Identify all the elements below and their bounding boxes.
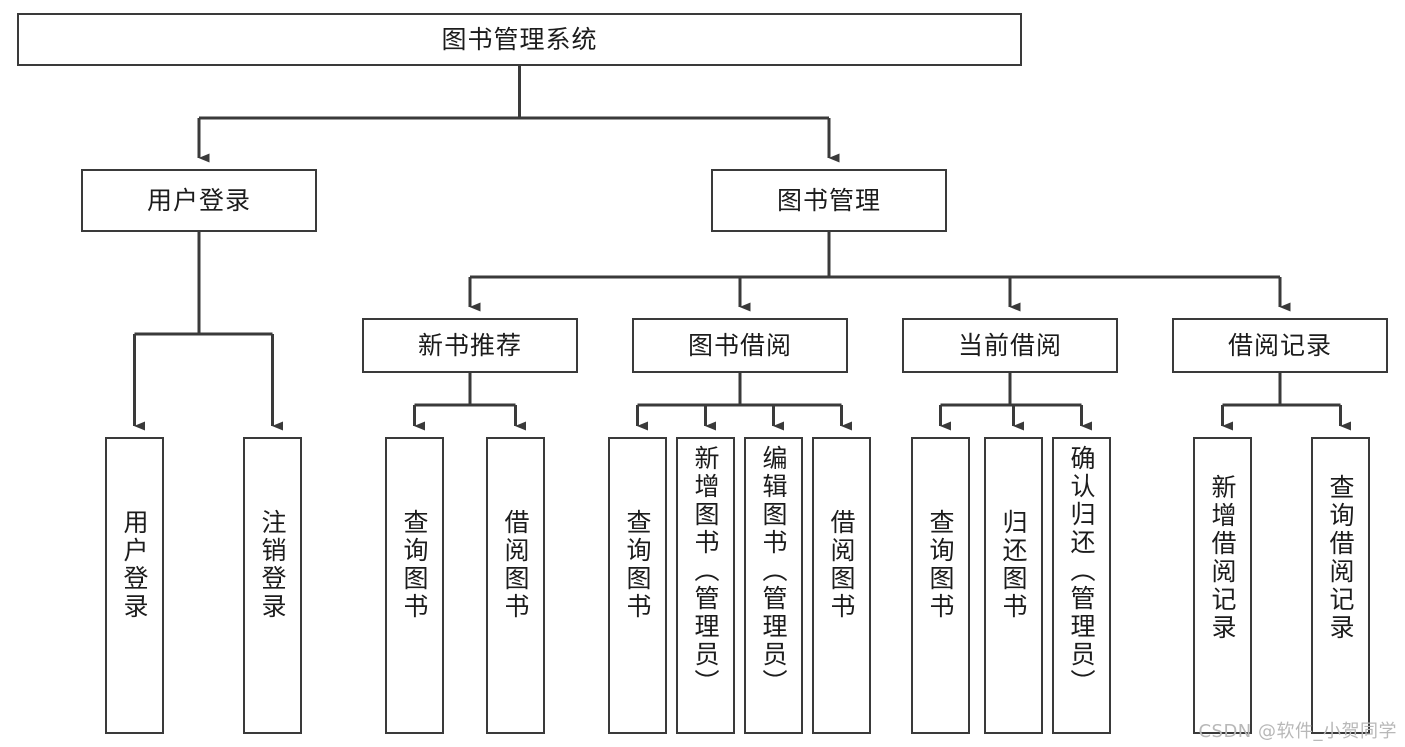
node-leaf-logout-label: 注销登录 [258, 509, 287, 621]
node-current-borrow[interactable]: 当前借阅 [902, 318, 1118, 373]
node-borrow-record-label: 借阅记录 [1227, 330, 1332, 360]
node-leaf-query-book-3[interactable]: 查询图书 [911, 437, 970, 734]
node-leaf-query-record[interactable]: 查询借阅记录 [1311, 437, 1370, 734]
node-leaf-user-login-label: 用户登录 [120, 509, 149, 621]
node-leaf-borrow-book-1-label: 借阅图书 [501, 509, 530, 621]
node-book-borrow[interactable]: 图书借阅 [632, 318, 848, 373]
node-book-manage-label: 图书管理 [776, 185, 881, 215]
node-current-borrow-label: 当前借阅 [957, 330, 1062, 360]
node-leaf-borrow-book-2-label: 借阅图书 [827, 509, 856, 621]
node-borrow-record[interactable]: 借阅记录 [1172, 318, 1388, 373]
node-leaf-logout[interactable]: 注销登录 [243, 437, 302, 734]
node-new-book-rec-label: 新书推荐 [417, 330, 522, 360]
node-root-label: 图书管理系统 [441, 24, 598, 54]
node-leaf-add-book[interactable]: 新增图书（管理员） [676, 437, 735, 734]
node-leaf-return-book-label: 归还图书 [999, 509, 1028, 621]
node-leaf-borrow-book-1[interactable]: 借阅图书 [486, 437, 545, 734]
node-leaf-add-book-label: 新增图书（管理员） [691, 445, 720, 697]
node-user-login[interactable]: 用户登录 [81, 169, 317, 232]
node-new-book-rec[interactable]: 新书推荐 [362, 318, 578, 373]
node-leaf-borrow-book-2[interactable]: 借阅图书 [812, 437, 871, 734]
node-leaf-query-record-label: 查询借阅记录 [1326, 474, 1355, 642]
node-user-login-label: 用户登录 [146, 185, 251, 215]
node-book-manage[interactable]: 图书管理 [711, 169, 947, 232]
node-leaf-return-book[interactable]: 归还图书 [984, 437, 1043, 734]
node-leaf-query-book-1-label: 查询图书 [400, 509, 429, 621]
node-leaf-confirm-return-label: 确认归还（管理员） [1067, 445, 1096, 697]
node-leaf-edit-book-label: 编辑图书（管理员） [759, 445, 788, 697]
node-book-borrow-label: 图书借阅 [687, 330, 792, 360]
node-leaf-user-login[interactable]: 用户登录 [105, 437, 164, 734]
node-leaf-query-book-2[interactable]: 查询图书 [608, 437, 667, 734]
node-leaf-confirm-return[interactable]: 确认归还（管理员） [1052, 437, 1111, 734]
node-leaf-query-book-1[interactable]: 查询图书 [385, 437, 444, 734]
node-leaf-query-book-2-label: 查询图书 [623, 509, 652, 621]
node-leaf-add-record-label: 新增借阅记录 [1208, 474, 1237, 642]
node-leaf-add-record[interactable]: 新增借阅记录 [1193, 437, 1252, 734]
node-leaf-query-book-3-label: 查询图书 [926, 509, 955, 621]
node-root[interactable]: 图书管理系统 [17, 13, 1022, 66]
node-leaf-edit-book[interactable]: 编辑图书（管理员） [744, 437, 803, 734]
